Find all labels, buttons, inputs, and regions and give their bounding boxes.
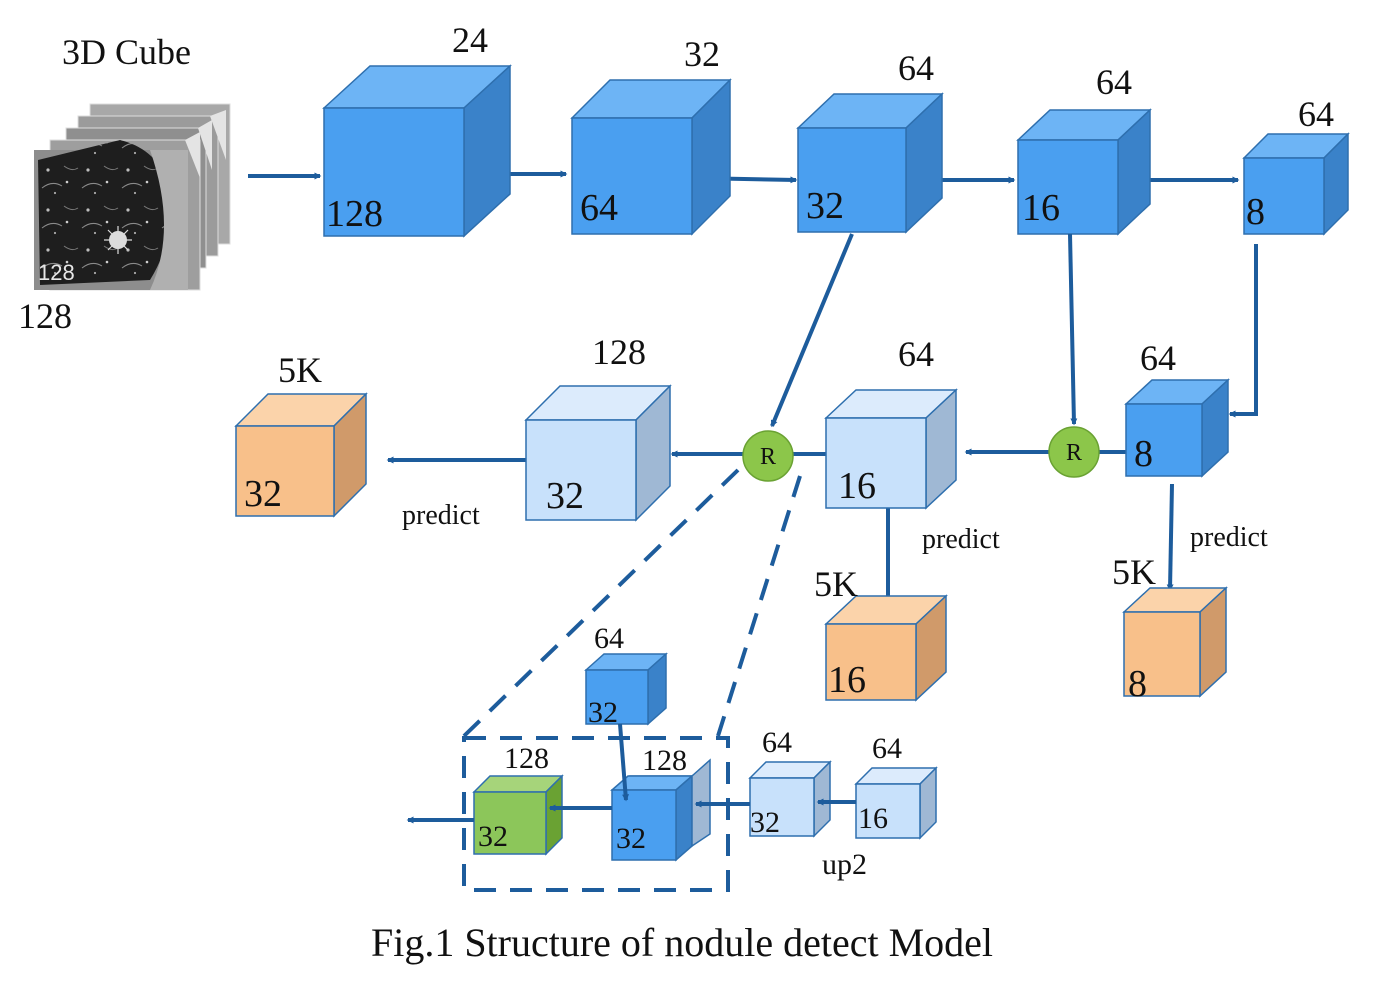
decoder-cube-2: 64 16: [824, 334, 958, 510]
output-8-size: 8: [1128, 663, 1147, 705]
input-size-label: 128: [18, 296, 72, 336]
encoder-cube-1: 24 128: [322, 20, 512, 238]
output-32-size: 32: [244, 473, 282, 515]
arrow-detail-top-to-concat: [618, 723, 630, 802]
detail-up-b-size: 16: [858, 802, 888, 835]
encoder-5-channels: 64: [1298, 94, 1334, 134]
predict-label-8: predict: [1190, 522, 1268, 553]
decoder-1-size: 8: [1134, 433, 1153, 475]
ct-inner-label: 128: [38, 260, 75, 285]
arrow-dec1-to-out1: [1166, 483, 1174, 592]
merge-node-1-label: R: [760, 444, 776, 470]
detail-merged-channels: 128: [504, 742, 549, 775]
encoder-3-size: 32: [806, 185, 844, 227]
detail-merged-cube: 128 32: [472, 742, 564, 856]
encoder-2-size: 64: [580, 187, 618, 229]
detail-top-cube: 64 32: [584, 622, 668, 729]
merge-node-1: R: [742, 430, 794, 482]
output-16-channels: 5K: [814, 564, 858, 604]
decoder-2-size: 16: [838, 465, 876, 507]
input-title: 3D Cube: [62, 32, 191, 72]
output-cube-32: 5K 32: [234, 350, 368, 518]
detail-concat-channels: 128: [642, 744, 687, 777]
encoder-4-size: 16: [1022, 187, 1060, 229]
decoder-cube-3: 128 32: [524, 332, 672, 522]
predict-label-16: predict: [922, 524, 1000, 555]
encoder-5-size: 8: [1246, 191, 1265, 233]
detail-up-a-channels: 64: [762, 726, 792, 759]
encoder-2-channels: 32: [684, 34, 720, 74]
output-32-channels: 5K: [278, 350, 322, 390]
output-cube-8: 5K 8: [1112, 552, 1228, 705]
merge-node-2-label: R: [1066, 440, 1082, 466]
encoder-1-channels: 24: [452, 20, 488, 60]
skip-arrows: [386, 233, 1258, 608]
encoder-3-channels: 64: [898, 48, 934, 88]
decoder-3-size: 32: [546, 475, 584, 517]
detail-up-a-size: 32: [750, 806, 780, 839]
figure-caption: Fig.1 Structure of nodule detect Model: [371, 920, 993, 965]
encoder-cube-2: 32 64: [570, 34, 732, 236]
output-8-channels: 5K: [1112, 552, 1156, 592]
zoom-line-left: [462, 468, 740, 738]
detail-up-b-cube: 64 16: [854, 732, 938, 840]
detail-op-label: up2: [822, 848, 867, 881]
output-16-size: 16: [828, 659, 866, 701]
detail-up-a-cube: 64 32: [748, 726, 832, 839]
detail-concat-size: 32: [616, 822, 646, 855]
decoder-2-channels: 64: [898, 334, 934, 374]
detail-callout-lines: [462, 468, 802, 892]
arrow-enc4-to-merge2: [1068, 233, 1078, 426]
arrow-enc3-to-merge1: [770, 233, 854, 428]
encoder-cube-4: 64 16: [1016, 62, 1152, 236]
encoder-4-channels: 64: [1096, 62, 1132, 102]
ct-stack-image: 128: [34, 103, 231, 291]
encoder-cube-3: 64 32: [796, 48, 944, 234]
detail-top-channels: 64: [594, 622, 624, 655]
zoom-line-right: [716, 475, 802, 737]
decoder-3-channels: 128: [592, 332, 646, 372]
predict-label-32: predict: [402, 500, 480, 531]
output-cube-16: 5K 16: [814, 564, 948, 702]
encoder-1-size: 128: [326, 193, 383, 235]
detail-up-b-channels: 64: [872, 732, 902, 765]
decoder-cube-1: 64 8: [1124, 338, 1230, 478]
detail-concat-cube: 128 32: [610, 744, 711, 862]
arrow-enc5-to-dec1: [1228, 244, 1258, 418]
detail-merged-size: 32: [478, 820, 508, 853]
merge-node-2: R: [1048, 426, 1100, 478]
detail-top-size: 32: [588, 696, 618, 729]
decoder-1-channels: 64: [1140, 338, 1176, 378]
encoder-cube-5: 64 8: [1242, 94, 1350, 236]
detail-box: [462, 736, 730, 892]
detail-arrows: [406, 723, 856, 824]
